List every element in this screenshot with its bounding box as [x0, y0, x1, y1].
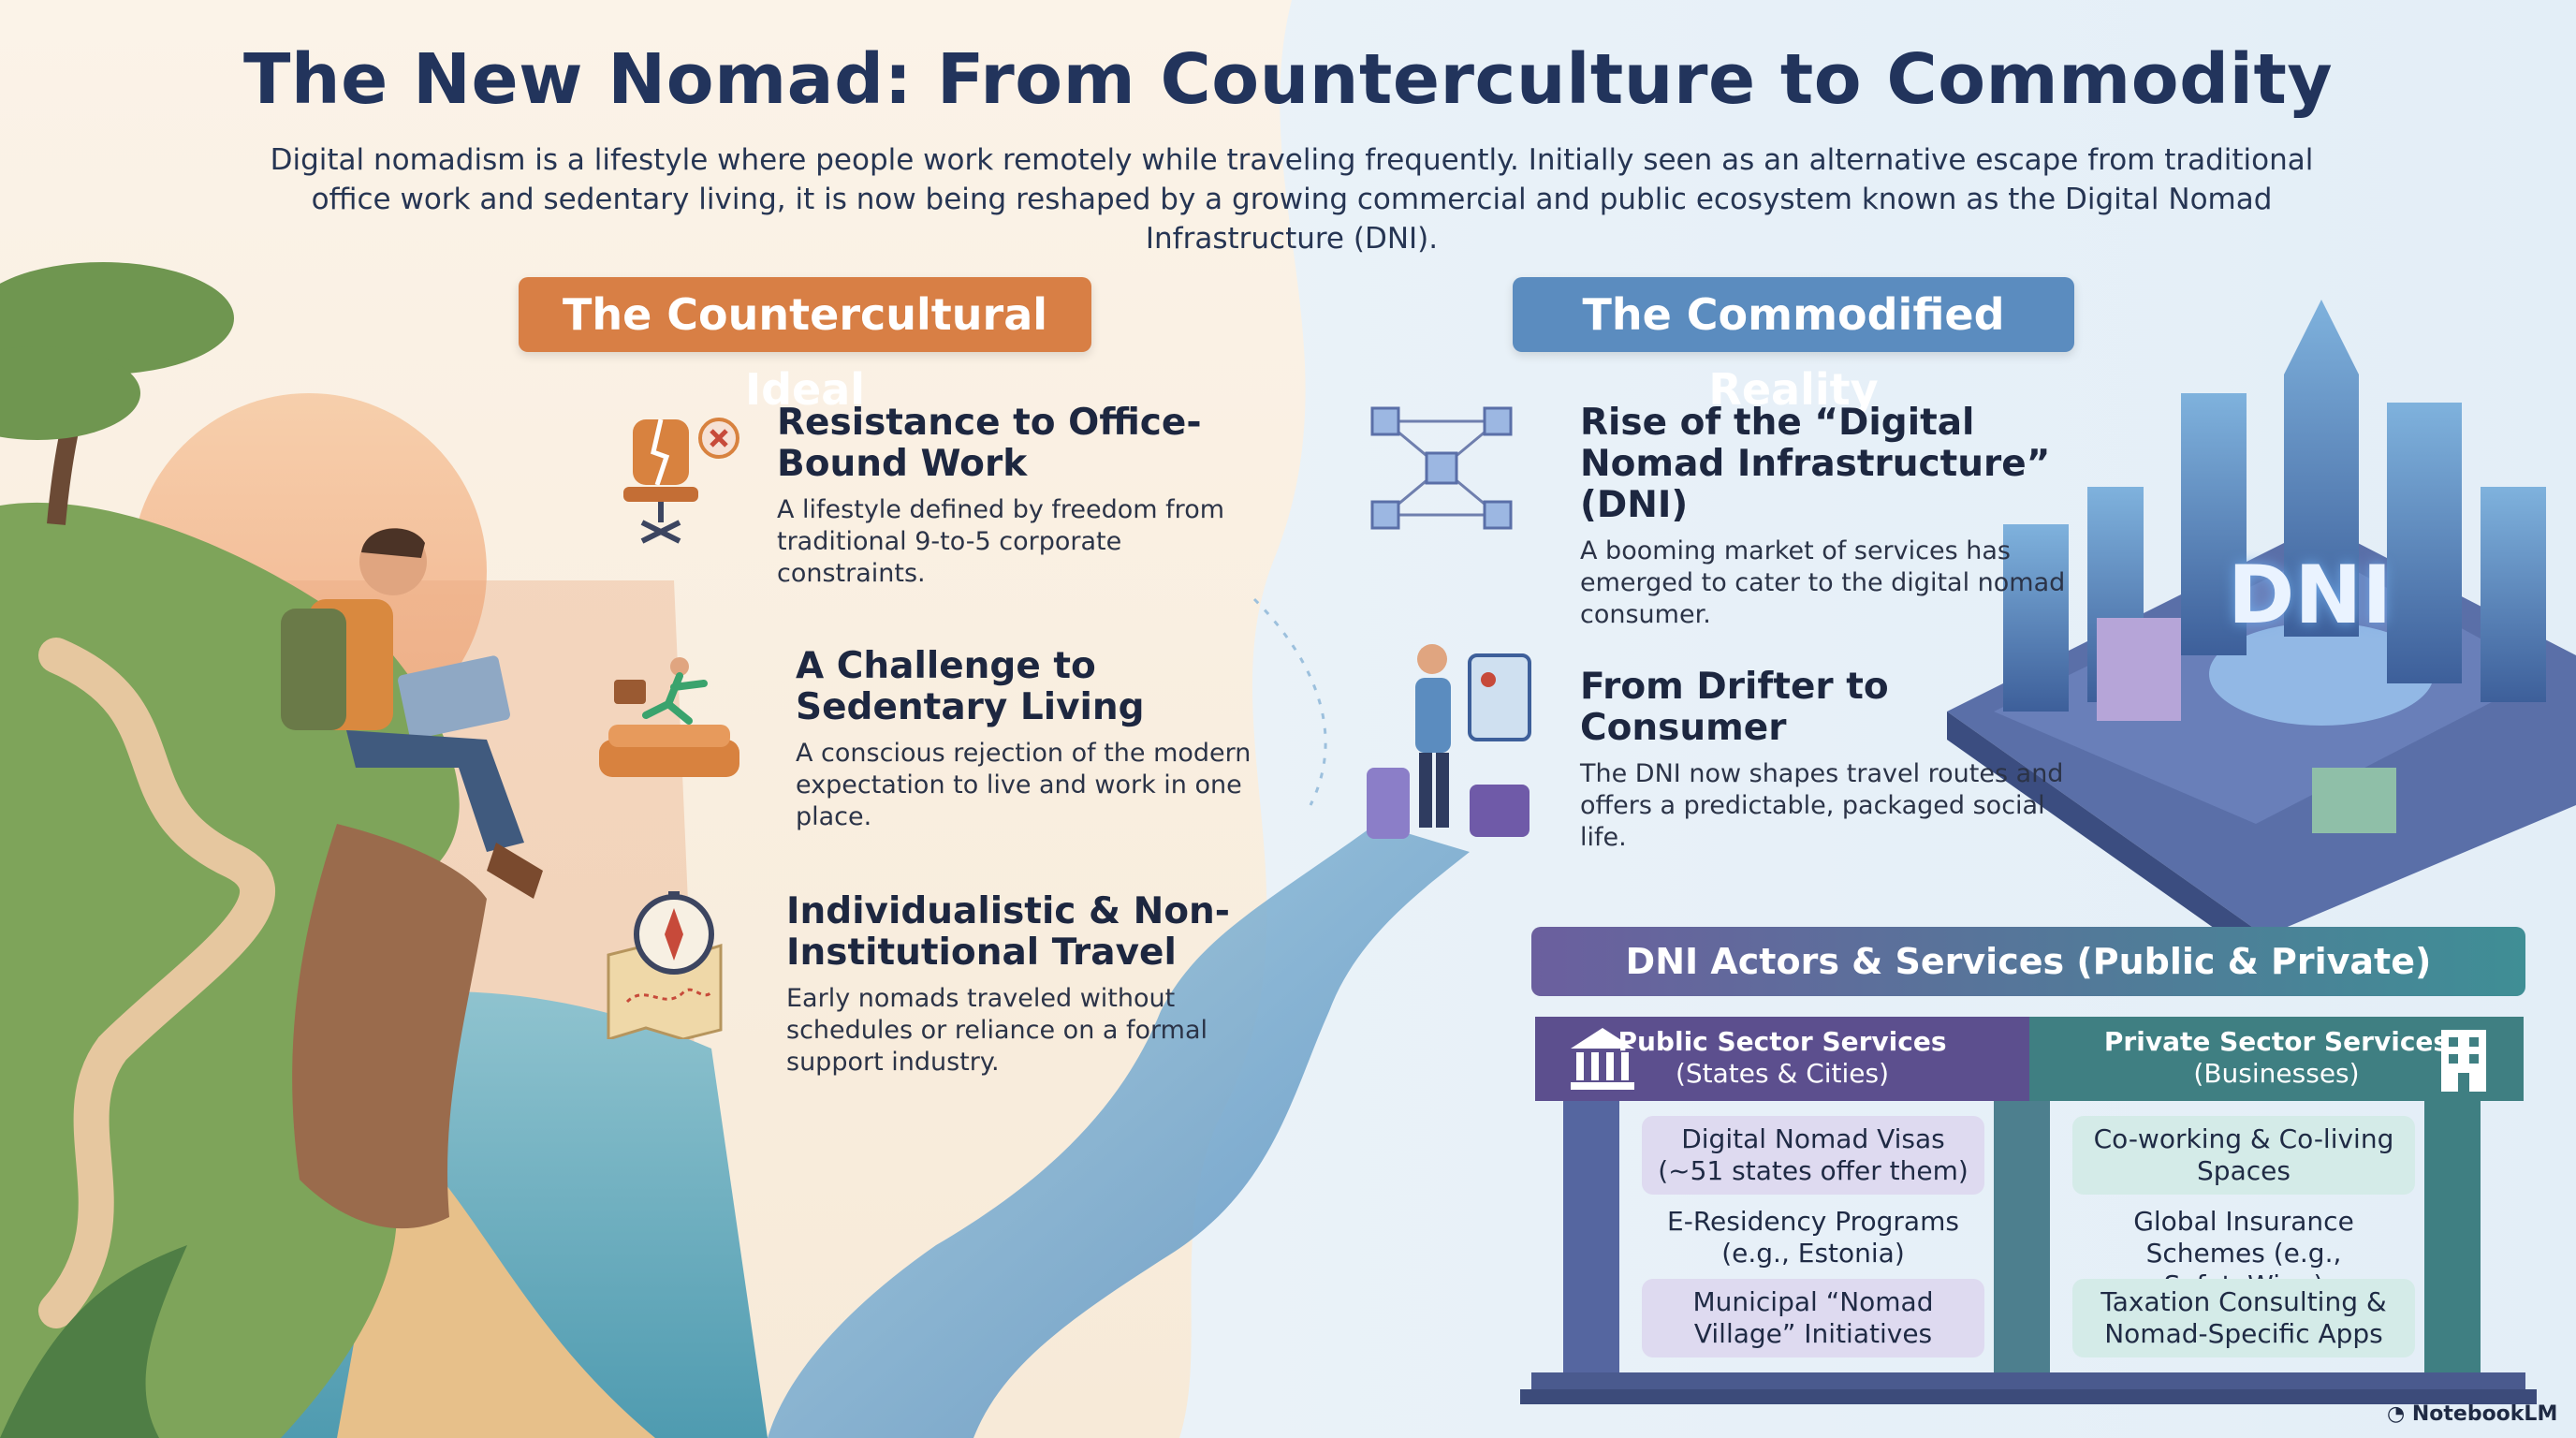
- jumping-off-couch-icon: [599, 657, 739, 777]
- drifter-to-consumer-item: From Drifter to Consumer The DNI now sha…: [1580, 667, 2067, 854]
- compass-map-icon: [607, 891, 723, 1039]
- item-title: Rise of the “Digital Nomad Infrastructur…: [1580, 402, 2051, 526]
- notebooklm-brand: ◔ NotebookLM: [2387, 1402, 2557, 1426]
- item-body: A booming market of services has emerged…: [1580, 536, 2066, 629]
- public-sector-header: Public Sector Services (States & Cities): [1535, 1017, 2029, 1101]
- intro-paragraph: Digital nomadism is a lifestyle where pe…: [270, 143, 2314, 256]
- public-service-item: Digital Nomad Visas (~51 states offer th…: [1642, 1116, 1984, 1195]
- item-title: From Drifter to Consumer: [1580, 666, 1889, 749]
- office-building-icon: [2441, 1030, 2486, 1092]
- government-building-icon: [1571, 1028, 1634, 1090]
- item-title: Resistance to Office-Bound Work: [777, 402, 1202, 485]
- network-servers-icon: [1370, 406, 1513, 530]
- private-service-item: Taxation Consulting & Nomad-Specific App…: [2072, 1279, 2415, 1357]
- item-body: A lifestyle defined by freedom from trad…: [777, 495, 1225, 588]
- countercultural-ideal-heading: The Countercultural Ideal: [519, 277, 1091, 415]
- item-body: A conscious rejection of the modern expe…: [796, 739, 1251, 831]
- dni-actors-heading: DNI Actors & Services (Public & Private): [1531, 927, 2525, 996]
- item-body: The DNI now shapes travel routes and off…: [1580, 759, 2064, 852]
- notebooklm-logo-icon: ◔: [2387, 1402, 2412, 1426]
- private-sector-subtitle: (Businesses): [2193, 1058, 2360, 1089]
- private-sector-title: Private Sector Services: [2103, 1026, 2450, 1057]
- page-title: The New Nomad: From Counterculture to Co…: [242, 39, 2334, 120]
- rise-of-dni-item: Rise of the “Digital Nomad Infrastructur…: [1580, 403, 2067, 631]
- traveler-with-luggage-icon: [1367, 644, 1531, 839]
- commodified-reality-heading: The Commodified Reality: [1513, 277, 2074, 415]
- public-service-item: Municipal “Nomad Village” Initiatives: [1642, 1279, 1984, 1357]
- public-service-item: E-Residency Programs (e.g., Estonia): [1667, 1206, 1959, 1269]
- challenge-sedentary-item: A Challenge to Sedentary Living A consci…: [796, 646, 1282, 833]
- resistance-office-work-item: Resistance to Office-Bound Work A lifest…: [777, 403, 1264, 590]
- dni-city-label: DNI: [2228, 549, 2393, 642]
- public-sector-subtitle: (States & Cities): [1675, 1058, 1890, 1089]
- item-title: Individualistic & Non-Institutional Trav…: [786, 890, 1230, 974]
- broken-office-chair-icon: [623, 418, 739, 544]
- private-service-item: Co-working & Co-living Spaces: [2072, 1116, 2415, 1195]
- item-title: A Challenge to Sedentary Living: [796, 645, 1145, 728]
- dni-city-illustration: [1947, 300, 2576, 964]
- public-sector-title: Public Sector Services: [1617, 1026, 1947, 1057]
- individualistic-travel-item: Individualistic & Non-Institutional Trav…: [786, 891, 1236, 1078]
- pillars: [1520, 1101, 2537, 1404]
- nomad-with-laptop-figure: [281, 528, 543, 899]
- brand-label: NotebookLM: [2411, 1402, 2558, 1426]
- item-body: Early nomads traveled without schedules …: [786, 984, 1208, 1077]
